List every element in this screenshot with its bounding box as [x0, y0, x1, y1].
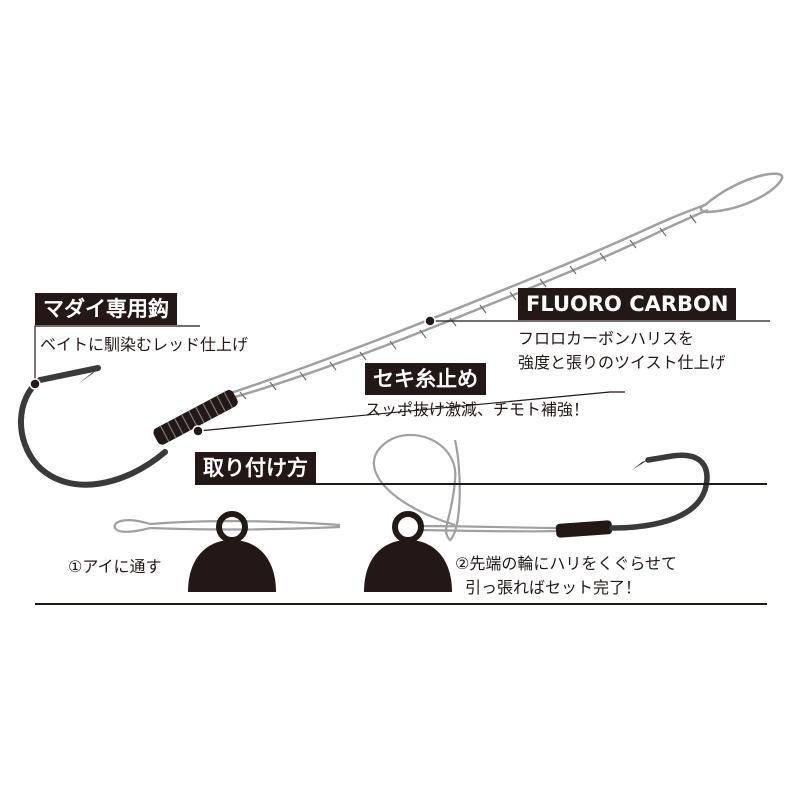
hook-desc: ベイトに馴染むレッド仕上げ	[40, 335, 249, 354]
hook-shape	[18, 365, 168, 488]
fluoro-desc-line2: 強度と張りのツイスト仕上げ	[518, 353, 726, 372]
hook-barb	[78, 368, 98, 384]
step1-leader	[113, 519, 341, 533]
callout-dot-hook	[29, 378, 41, 390]
hook-small	[555, 452, 710, 538]
section-rule-top	[195, 483, 767, 485]
weight-sinker-1	[188, 511, 276, 592]
step1-text: ①アイに通す	[68, 557, 162, 576]
hook-title: マダイ専用鈎	[35, 293, 177, 325]
seki-desc: スッポ抜け激減、チモト補強！	[365, 400, 590, 419]
callout-dot-seki	[192, 425, 204, 437]
seki-title: セキ糸止め	[365, 363, 486, 395]
weight-sinker-2	[364, 511, 452, 592]
step2-leader	[372, 433, 561, 542]
fluoro-title: FLUORO CARBON	[518, 288, 737, 320]
mount-title: 取り付け方	[195, 452, 316, 484]
twist-marks	[239, 214, 697, 400]
binding-wrap	[153, 390, 238, 445]
step2-text-line2: 引っ張ればセット完了！	[465, 578, 642, 597]
section-rule-bottom	[35, 603, 767, 605]
callout-dot-fluoro	[424, 315, 436, 327]
fluoro-desc-line1: フロロカーボンハリスを	[518, 329, 695, 348]
step2-text-line1: ②先端の輪にハリをくぐらせて	[455, 554, 678, 573]
callout-lines	[34, 320, 770, 432]
